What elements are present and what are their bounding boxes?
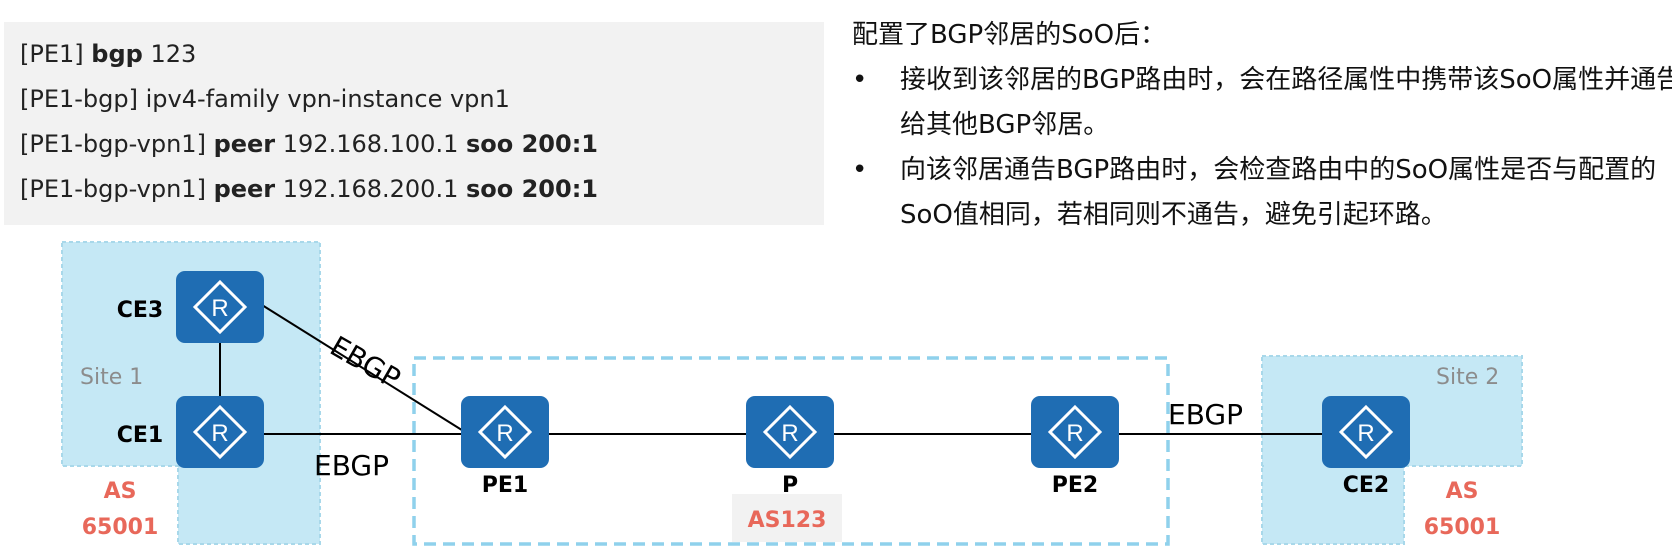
router-icon — [176, 271, 264, 343]
router-icon — [1322, 396, 1410, 468]
as-left-label-line2: 65001 — [82, 515, 159, 540]
router-icon — [746, 396, 834, 468]
as-right-label-line1: AS — [1446, 479, 1479, 504]
router-diamond-icon — [192, 404, 248, 460]
router-glyph: R — [1066, 420, 1083, 447]
router-ce2: R — [1322, 396, 1410, 468]
router-ce3: R — [176, 271, 264, 343]
device-label-p: P — [782, 473, 798, 498]
router-p: R — [746, 396, 834, 468]
bullet-text: 向该邻居通告BGP路由时，会检查路由中的SoO属性是否与配置的SoO值相同，若相… — [900, 155, 1657, 230]
router-glyph: R — [1357, 420, 1374, 447]
device-label-ce2: CE2 — [1343, 473, 1389, 498]
router-diamond-icon — [1047, 404, 1103, 460]
config-prefix: [PE1-bgp] ipv4-family vpn-instance vpn1 — [20, 85, 510, 113]
config-value: 123 — [142, 40, 197, 68]
site2-label: Site 2 — [1436, 365, 1499, 390]
config-prefix: [PE1-bgp-vpn1] — [20, 175, 214, 203]
link-label-pe2-ce2: EBGP — [1168, 398, 1243, 431]
config-box: [PE1] bgp 123 [PE1-bgp] ipv4-family vpn-… — [4, 22, 824, 225]
router-diamond-icon — [477, 404, 533, 460]
config-value: 192.168.200.1 — [275, 175, 466, 203]
config-keyword: soo 200:1 — [465, 130, 598, 158]
as-right-label-line2: 65001 — [1424, 515, 1501, 540]
config-keyword: peer — [213, 130, 276, 158]
config-keyword: soo 200:1 — [465, 175, 598, 203]
as-left-label-line1: AS — [104, 479, 137, 504]
router-diamond-icon — [1338, 404, 1394, 460]
config-prefix: [PE1-bgp-vpn1] — [20, 130, 214, 158]
config-prefix: [PE1] — [20, 40, 92, 68]
link-label-ce3-pe1: EBGP — [325, 329, 406, 395]
config-line-3: [PE1-bgp-vpn1] peer 192.168.100.1 soo 20… — [20, 130, 598, 158]
router-icon — [176, 396, 264, 468]
router-diamond-icon — [192, 279, 248, 335]
as123-label-bg — [732, 494, 842, 542]
router-pe2: R — [1031, 396, 1119, 468]
router-glyph: R — [211, 420, 228, 447]
bullet-dot: • — [852, 65, 868, 95]
router-glyph: R — [781, 420, 798, 447]
config-line-2: [PE1-bgp] ipv4-family vpn-instance vpn1 — [20, 85, 510, 113]
as-core-label: AS123 — [748, 508, 827, 533]
router-glyph: R — [211, 295, 228, 322]
config-value: 192.168.100.1 — [275, 130, 466, 158]
site1-area-tail — [177, 465, 321, 545]
router-pe1: R — [461, 396, 549, 468]
config-line-4: [PE1-bgp-vpn1] peer 192.168.200.1 soo 20… — [20, 175, 598, 203]
device-label-ce3: CE3 — [117, 298, 163, 323]
site1-label: Site 1 — [80, 365, 143, 390]
link-ce3-pe1 — [261, 304, 466, 433]
note-title: 配置了BGP邻居的SoO后： — [852, 20, 1167, 50]
device-label-pe2: PE2 — [1052, 473, 1098, 498]
device-label-ce1: CE1 — [117, 423, 163, 448]
device-label-pe1: PE1 — [482, 473, 528, 498]
bullet-dot: • — [852, 155, 868, 185]
router-icon — [1031, 396, 1119, 468]
router-diamond-icon — [762, 404, 818, 460]
link-label-ce1-pe1: EBGP — [314, 449, 389, 482]
bullet-text: 接收到该邻居的BGP路由时，会在路径属性中携带该SoO属性并通告给其他BGP邻居… — [900, 65, 1672, 140]
config-keyword: bgp — [91, 40, 143, 68]
router-icon — [461, 396, 549, 468]
config-keyword: peer — [213, 175, 276, 203]
router-glyph: R — [496, 420, 513, 447]
router-ce1: R — [176, 396, 264, 468]
config-line-1: [PE1] bgp 123 — [20, 40, 196, 68]
